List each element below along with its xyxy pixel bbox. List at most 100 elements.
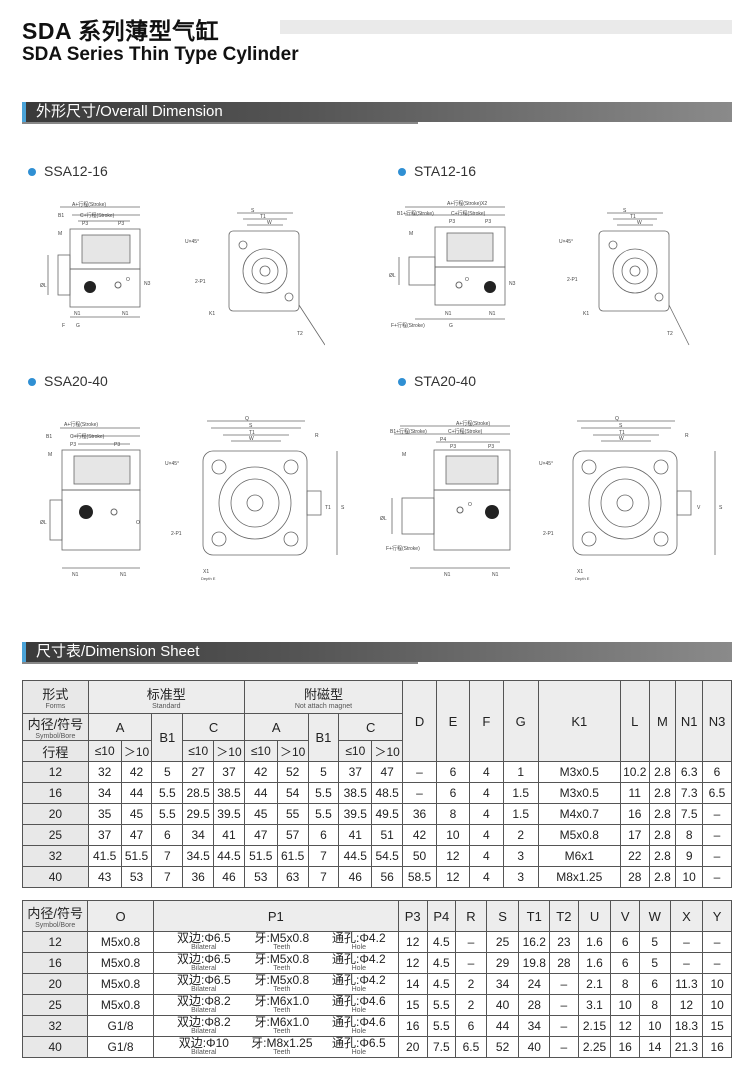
bilateral-label: 双边: <box>178 1036 207 1050</box>
hole-label: 通孔: <box>332 1036 360 1050</box>
table-cell: 28 <box>518 994 551 1016</box>
table-cell: 38.5 <box>213 782 245 804</box>
table-cell: 42 <box>120 761 153 783</box>
table-cell: 39.5 <box>338 803 373 825</box>
table-cell: 46 <box>213 866 245 888</box>
label-a-stroke: A+行程(Stroke) <box>456 420 490 427</box>
table-cell: – <box>669 931 704 953</box>
hdr-col-d: D <box>402 680 437 762</box>
hdr-std-a: A <box>87 713 153 741</box>
drawing-sta1216-end: S T1 W U×45° 2-P1 K1 T2 <box>559 208 690 346</box>
table-cell: 4 <box>468 803 504 825</box>
bullet-icon <box>28 378 36 387</box>
drawing-sta2040-side: A+行程(Stroke) B1+行程(Stroke) C+行程(Stroke) … <box>380 420 511 578</box>
label-n3: N3 <box>509 281 516 287</box>
table-cell: 20 <box>397 1036 428 1058</box>
table-cell: 24 <box>518 973 551 995</box>
bore-cell: 25 <box>22 824 89 846</box>
bilateral-label: 双边: <box>177 1015 205 1029</box>
label-phi-l: ØL <box>380 516 387 522</box>
label-2p1: 2-P1 <box>171 531 182 537</box>
label-o: O <box>126 277 130 283</box>
label-s-side: S <box>719 505 723 511</box>
table-cell: 4.5 <box>426 973 457 995</box>
hdr-col-p3: P3 <box>397 900 428 932</box>
table-cell: 2.15 <box>577 1015 612 1037</box>
hdr-col-s: S <box>485 900 520 932</box>
model-ssa1216: SSA12-16 <box>28 163 108 179</box>
label-o: O <box>465 277 469 283</box>
table-cell: 2 <box>455 994 487 1016</box>
hdr-col-v: V <box>610 900 640 932</box>
table-cell: 14 <box>397 973 428 995</box>
table-cell: 12 <box>397 952 428 974</box>
hdr-col-w: W <box>638 900 671 932</box>
hole-en: Hole <box>351 1049 367 1056</box>
table-cell: M3x0.5 <box>537 761 621 783</box>
table-cell: 7.5 <box>426 1036 457 1058</box>
label-c-stroke: C+行程(Stroke) <box>448 428 483 435</box>
hdr-col-n1: N1 <box>675 680 704 762</box>
hole-en: Hole <box>351 944 367 951</box>
label-n1: N1 <box>444 572 451 578</box>
drawing-sta1216-side: A+行程(Stroke)X2 B1+行程(Stroke) C+行程(Stroke… <box>389 200 516 329</box>
hdr-col-l: L <box>619 680 650 762</box>
hdr-gt10: ＞10 <box>276 740 309 762</box>
table-cell: 3 <box>502 866 539 888</box>
table-cell: 55 <box>276 803 309 825</box>
label-n1-b: N1 <box>120 572 127 578</box>
table-cell: 28 <box>549 952 579 974</box>
table-cell: M5x0.8 <box>87 973 154 995</box>
label-2p1: 2-P1 <box>543 531 554 537</box>
table-cell: 37 <box>213 761 245 783</box>
table-cell: 6.5 <box>455 1036 487 1058</box>
label-n1: N1 <box>445 311 452 317</box>
table-cell: 16 <box>610 1036 640 1058</box>
bilateral-label: 双边: <box>177 931 205 945</box>
label-x1: X1 <box>203 569 209 575</box>
table-cell: 18.3 <box>669 1015 704 1037</box>
table-cell: 44.5 <box>338 845 373 867</box>
table-cell: 9 <box>675 845 704 867</box>
label-t1: T1 <box>260 214 266 220</box>
section-label: 外形尺寸/Overall Dimension <box>36 103 223 120</box>
label-p3-b: P3 <box>485 219 491 225</box>
hdr-col-g: G <box>502 680 539 762</box>
table-cell: 46 <box>338 866 373 888</box>
bullet-icon <box>28 168 36 177</box>
bilateral-value: Φ10 <box>206 1036 229 1050</box>
hdr-mag-b1: B1 <box>307 713 340 762</box>
table-cell: 7 <box>151 845 184 867</box>
table-cell: 44 <box>120 782 153 804</box>
label-n1-b: N1 <box>492 572 499 578</box>
model-sta1216: STA12-16 <box>398 163 476 179</box>
bilateral-en: Bilateral <box>191 965 217 972</box>
page-title-en: SDA Series Thin Type Cylinder <box>22 44 299 65</box>
table-cell: 7 <box>307 845 340 867</box>
label-2p1: 2-P1 <box>195 279 206 285</box>
label-k1: K1 <box>583 311 589 317</box>
table-cell: 23 <box>549 931 579 953</box>
table-cell: 37 <box>338 761 373 783</box>
table-cell: 28 <box>619 866 650 888</box>
table-cell: 5 <box>638 952 671 974</box>
table-cell: 2.8 <box>648 803 677 825</box>
table-cell: 36 <box>182 866 215 888</box>
table-cell: 27 <box>182 761 215 783</box>
hdr-std-c: C <box>182 713 245 741</box>
teeth-label: 牙: <box>254 952 270 966</box>
table-cell: 52 <box>485 1036 520 1058</box>
section-label: 尺寸表/Dimension Sheet <box>36 643 200 660</box>
